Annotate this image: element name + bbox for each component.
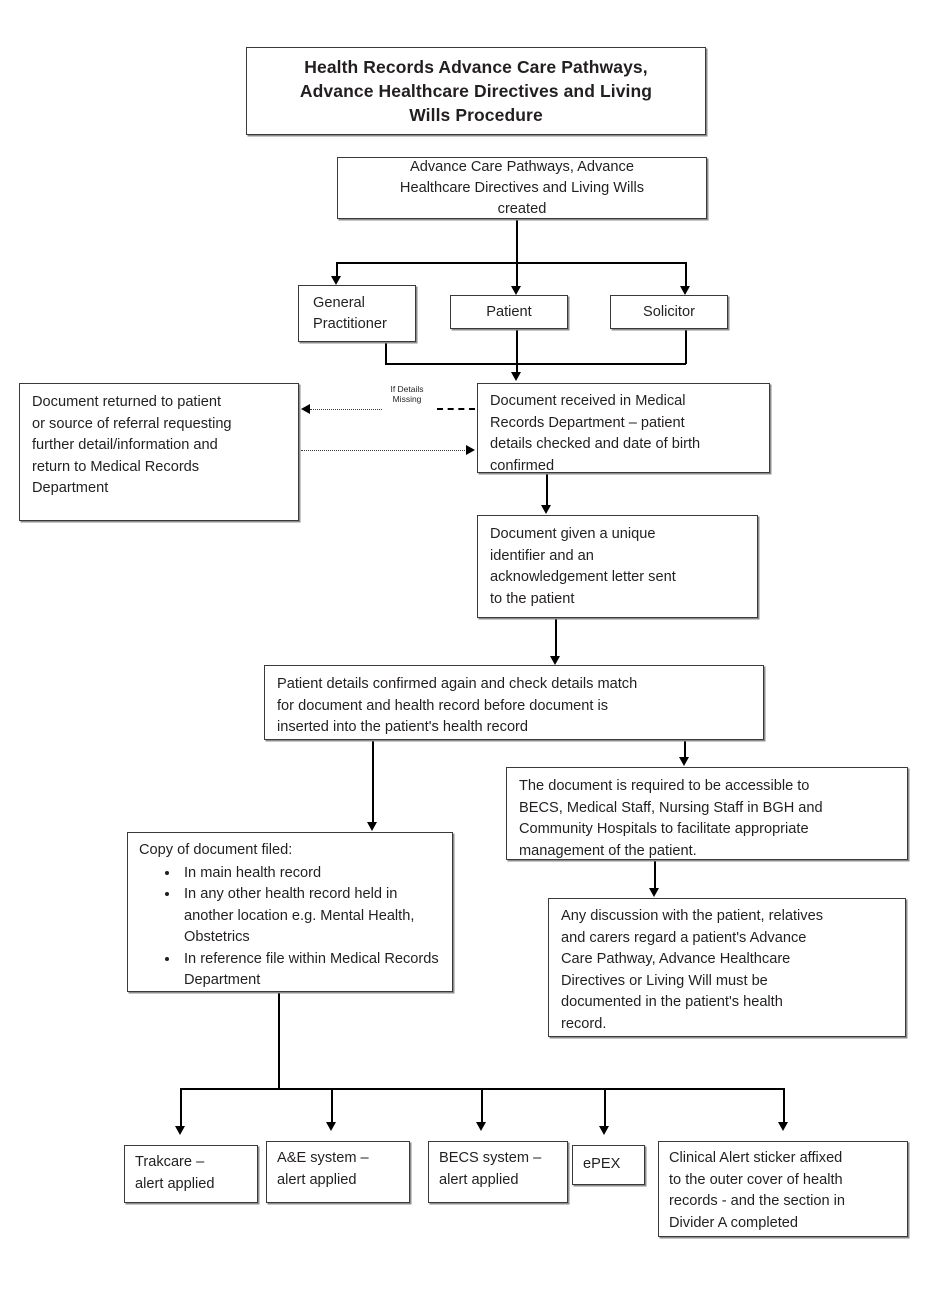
node-document-returned: Document returned to patient or source o… — [19, 383, 299, 521]
connector-bus-to-trakcare — [180, 1088, 182, 1127]
connector-returned-to-received-dotted — [301, 450, 467, 451]
connector-bus-to-clinical — [783, 1088, 785, 1123]
arrow-to-identifier — [541, 505, 551, 514]
node-solicitor: Solicitor — [610, 295, 728, 329]
node-clinical-alert-sticker: Clinical Alert sticker affixed to the ou… — [658, 1141, 908, 1237]
arrow-to-copyfiled — [367, 822, 377, 831]
connector-merge-bus — [385, 363, 686, 365]
arrow-to-ae — [326, 1122, 336, 1131]
arrow-to-confirm — [550, 656, 560, 665]
node-document-returned-text: Document returned to patient or source o… — [32, 394, 232, 496]
connector-bus-to-epex — [604, 1088, 606, 1127]
connector-created-stem — [516, 219, 518, 262]
node-title: Health Records Advance Care Pathways, Ad… — [246, 47, 706, 135]
node-document-received-text: Document received in Medical Records Dep… — [490, 393, 701, 474]
list-item: In reference file within Medical Records… — [180, 949, 444, 992]
arrow-to-gp — [331, 276, 341, 285]
connector-accessible-to-discussion — [654, 860, 656, 891]
node-clinical-alert-sticker-text: Clinical Alert sticker affixed to the ou… — [669, 1150, 846, 1231]
connector-gp-down — [385, 342, 387, 364]
node-trakcare: Trakcare – alert applied — [124, 1145, 258, 1203]
node-patient: Patient — [450, 295, 568, 329]
arrow-to-patient — [511, 286, 521, 295]
arrow-to-epex — [599, 1126, 609, 1135]
node-general-practitioner: General Practitioner — [298, 285, 416, 342]
connector-if-details-missing-dotted — [310, 409, 382, 410]
list-item: In main health record — [180, 863, 444, 885]
list-item: In any other health record held in anoth… — [180, 884, 444, 949]
node-copy-of-document-filed: Copy of document filed: In main health r… — [127, 832, 453, 992]
connector-bus-to-becs — [481, 1088, 483, 1123]
node-document-accessible-text: The document is required to be accessibl… — [519, 778, 823, 859]
node-ae-system-text: A&E system – alert applied — [277, 1150, 369, 1188]
connector-identifier-to-confirm — [555, 618, 557, 658]
connector-bus-to-solicitor — [685, 262, 687, 288]
arrow-to-trakcare — [175, 1126, 185, 1135]
node-document-received: Document received in Medical Records Dep… — [477, 383, 770, 474]
arrow-to-returned — [301, 404, 310, 414]
arrow-to-accessible — [679, 757, 689, 766]
connector-solicitor-down — [685, 329, 687, 364]
arrow-to-solicitor — [680, 286, 690, 295]
arrow-to-becs — [476, 1122, 486, 1131]
connector-received-to-identifier — [546, 473, 548, 507]
arrow-to-received-from-returned — [466, 445, 475, 455]
node-document-accessible: The document is required to be accessibl… — [506, 767, 908, 860]
connector-confirm-to-accessible — [684, 740, 686, 760]
connector-copyfiled-down — [278, 992, 280, 1089]
copy-filed-bullet-list: In main health record In any other healt… — [139, 863, 444, 992]
connector-if-details-missing-dashed — [437, 408, 475, 410]
arrow-to-discussion — [649, 888, 659, 897]
node-unique-identifier-text: Document given a unique identifier and a… — [490, 526, 676, 607]
connector-source-bus — [336, 262, 686, 264]
node-copy-filed-heading: Copy of document filed: — [139, 842, 293, 858]
node-epex-text: ePEX — [583, 1156, 621, 1173]
node-patient-text: Patient — [486, 304, 532, 320]
node-becs-system-text: BECS system – alert applied — [439, 1150, 542, 1188]
node-patient-details-confirmed-text: Patient details confirmed again and chec… — [277, 676, 638, 735]
node-trakcare-text: Trakcare – alert applied — [135, 1154, 215, 1192]
node-created-text: Advance Care Pathways, Advance Healthcar… — [399, 158, 645, 217]
node-solicitor-text: Solicitor — [643, 304, 695, 320]
node-ae-system: A&E system – alert applied — [266, 1141, 410, 1203]
connector-bus-to-gp — [336, 262, 338, 278]
connector-bus-to-ae — [331, 1088, 333, 1123]
connector-bus-to-patient — [516, 262, 518, 288]
arrow-to-clinical — [778, 1122, 788, 1131]
arrow-to-received — [511, 372, 521, 381]
node-patient-details-confirmed: Patient details confirmed again and chec… — [264, 665, 764, 740]
edge-label-if-details-missing: If Details Missing — [390, 384, 424, 404]
node-created: Advance Care Pathways, Advance Healthcar… — [337, 157, 707, 219]
node-any-discussion: Any discussion with the patient, relativ… — [548, 898, 906, 1037]
node-becs-system: BECS system – alert applied — [428, 1141, 568, 1203]
node-general-practitioner-text: General Practitioner — [313, 295, 387, 332]
connector-confirm-to-copyfiled — [372, 740, 374, 824]
node-title-text: Health Records Advance Care Pathways, Ad… — [299, 57, 653, 125]
connector-patient-to-received — [516, 329, 518, 374]
node-epex: ePEX — [572, 1145, 645, 1185]
node-any-discussion-text: Any discussion with the patient, relativ… — [561, 908, 824, 1032]
node-unique-identifier: Document given a unique identifier and a… — [477, 515, 758, 618]
